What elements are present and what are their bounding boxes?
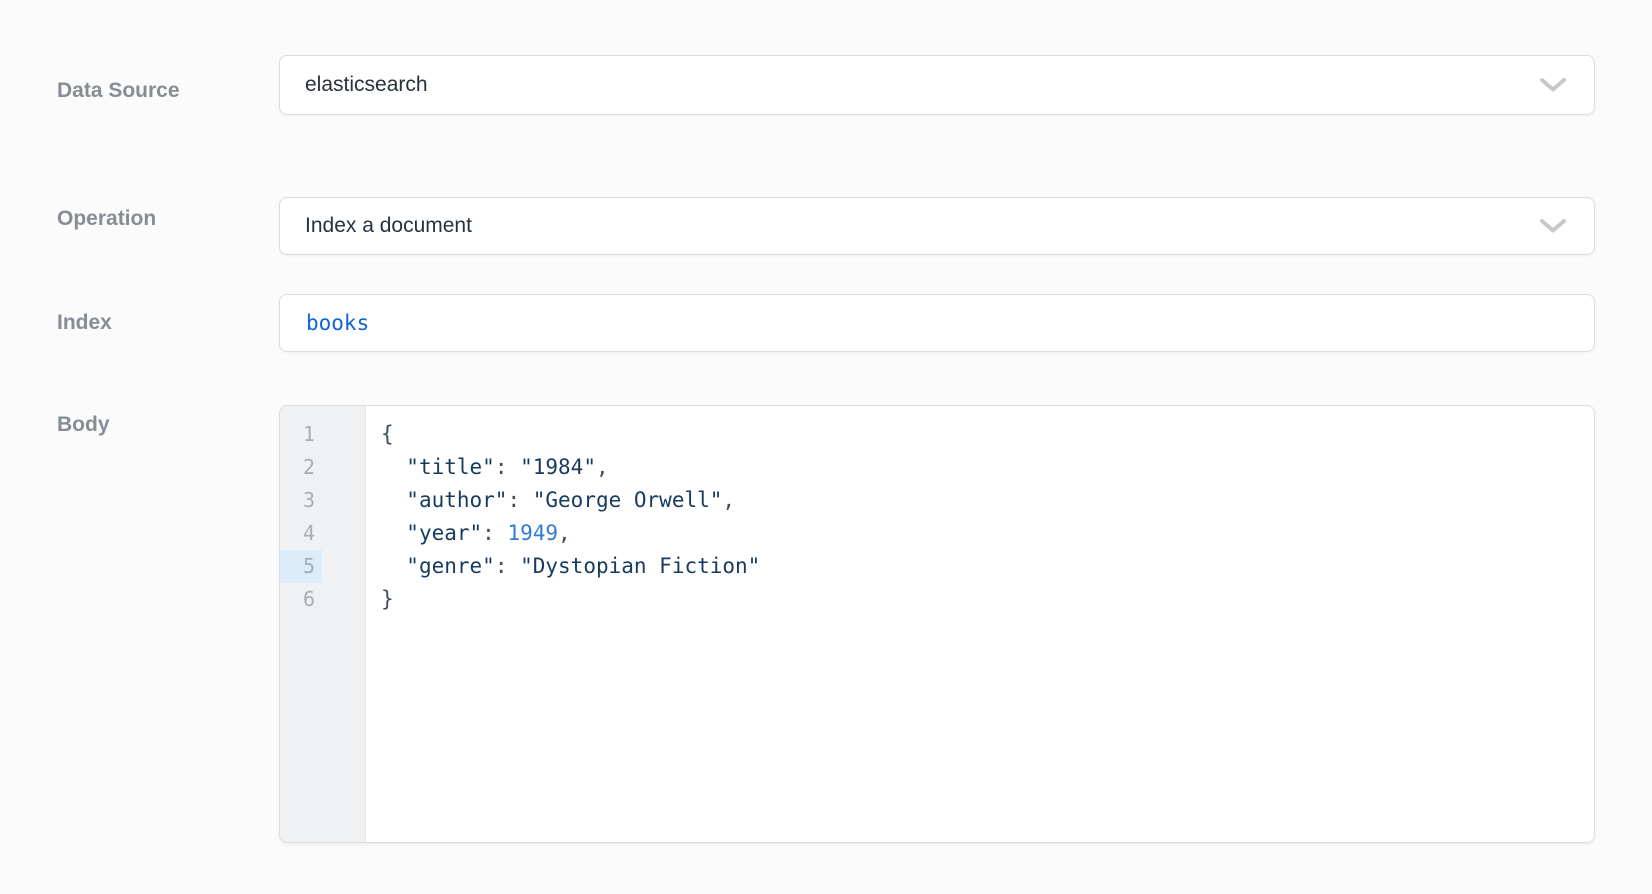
code-token-plain [381, 488, 406, 512]
code-line[interactable]: "title": "1984", [381, 451, 1594, 484]
code-token-punct: : [482, 521, 508, 545]
code-token-punct: : [494, 554, 521, 578]
line-number: 3 [302, 488, 315, 512]
code-token-string: "Dystopian Fiction" [520, 554, 761, 578]
code-token-punct: , [595, 455, 609, 479]
line-number: 4 [302, 521, 315, 545]
index-input[interactable] [280, 295, 1594, 351]
data-source-label: Data Source [57, 79, 180, 102]
line-number: 2 [302, 455, 315, 479]
code-token-string: "title" [406, 455, 495, 479]
code-token-string: "year" [406, 521, 483, 545]
code-token-punct: , [558, 521, 571, 545]
code-token-punct: : [494, 455, 521, 479]
chevron-down-icon [1538, 76, 1568, 94]
code-token-punct: , [722, 488, 736, 512]
code-token-string: "George Orwell" [532, 488, 723, 512]
code-token-number: 1949 [507, 521, 559, 545]
line-number: 6 [302, 587, 315, 611]
code-line[interactable]: "author": "George Orwell", [381, 484, 1594, 517]
code-token-punct: } [381, 587, 394, 611]
body-label: Body [57, 413, 110, 436]
code-line[interactable]: { [381, 418, 1594, 451]
operation-selected-value: Index a document [305, 214, 472, 237]
editor-gutter: 1 2 3 4 5 6 [280, 406, 366, 842]
data-source-select[interactable]: elasticsearch [279, 55, 1595, 115]
code-token-plain [381, 455, 406, 479]
code-token-plain [381, 554, 406, 578]
code-token-string: "genre" [406, 554, 495, 578]
code-token-plain [381, 521, 406, 545]
chevron-down-icon [1538, 217, 1568, 235]
code-token-punct: { [381, 422, 394, 446]
code-token-string: "author" [406, 488, 508, 512]
code-token-string: "1984" [520, 455, 596, 479]
body-code-editor[interactable]: 1 2 3 4 5 6 { "title": "1984", "author": "Geo… [279, 405, 1595, 843]
index-label: Index [57, 311, 112, 334]
operation-select[interactable]: Index a document [279, 197, 1595, 255]
line-number: 1 [302, 422, 315, 446]
code-line[interactable]: "year": 1949, [381, 517, 1594, 550]
line-number-active: 5 [280, 550, 322, 583]
code-line[interactable]: } [381, 583, 1594, 616]
editor-code-pane[interactable]: { "title": "1984", "author": "George Orw… [367, 406, 1594, 842]
data-source-selected-value: elasticsearch [305, 73, 428, 96]
operation-label: Operation [57, 207, 157, 230]
index-field-container [279, 294, 1595, 352]
code-line[interactable]: "genre": "Dystopian Fiction" [381, 550, 1594, 583]
code-token-punct: : [507, 488, 533, 512]
